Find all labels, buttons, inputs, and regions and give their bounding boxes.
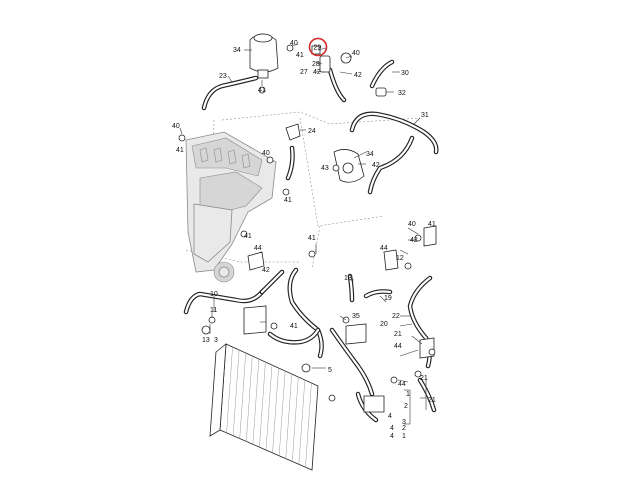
- callout-44-bottom: 44: [398, 381, 406, 388]
- callout-23: 23: [219, 73, 227, 80]
- radiator-fin: [292, 376, 299, 462]
- callout-44-right: 44: [380, 245, 388, 252]
- callout-11: 11: [210, 307, 217, 314]
- callout-40-tank: 40: [290, 40, 298, 47]
- callout-34-flange: 34: [366, 151, 374, 158]
- callout-40-mid: 40: [262, 150, 270, 157]
- callout-41-center: 41: [308, 235, 316, 242]
- callout-21-bottom: 21: [420, 375, 428, 382]
- callout-32: 32: [398, 90, 406, 97]
- callout-42-right2: 42: [410, 237, 418, 244]
- radiator: [209, 343, 319, 471]
- callout-44-left: 44: [254, 245, 262, 252]
- callout-12: 12: [396, 255, 404, 262]
- highlighted-callout: 29: [308, 37, 328, 57]
- radiator-fin: [265, 364, 273, 451]
- callout-28: 28: [312, 61, 320, 68]
- callout-21-right: 21: [394, 331, 402, 338]
- callout-1: 1: [406, 391, 410, 398]
- radiator-fin: [226, 346, 233, 433]
- callout-4-a: 4: [388, 413, 392, 420]
- callout-29: 29: [314, 45, 322, 52]
- callout-35: 35: [352, 313, 360, 320]
- callout-3: 3: [214, 337, 218, 344]
- callout-41-right: 41: [428, 221, 436, 228]
- callout-41-engine: 41: [176, 147, 184, 154]
- radiator-fin: [278, 370, 286, 456]
- radiator-fin: [259, 361, 266, 448]
- callout-10: 10: [210, 291, 218, 298]
- radiator-fin: [232, 349, 240, 436]
- radiator-fin: [246, 355, 253, 442]
- callout-21-bottom2: 21: [428, 397, 436, 404]
- radiator-fin: [272, 367, 279, 453]
- callout-40-top: 40: [352, 50, 360, 57]
- callout-42-top: 42: [313, 69, 321, 76]
- callout-4-b: 4: [390, 425, 394, 432]
- coolant-hoses: [183, 59, 439, 423]
- callout-43: 43: [321, 165, 329, 172]
- radiator-fin: [285, 373, 292, 459]
- callout-40-right: 40: [408, 221, 416, 228]
- callout-44-lower: 44: [394, 343, 402, 350]
- callout-18: 18: [344, 275, 352, 282]
- callout-41-lower: 41: [290, 323, 298, 330]
- callout-20: 20: [380, 321, 388, 328]
- callout-40-engine: 40: [172, 123, 180, 130]
- callout-42-left: 42: [262, 267, 270, 274]
- callout-31: 31: [421, 112, 429, 119]
- callout-41-hose: 41: [258, 87, 266, 94]
- callout-41-mid: 41: [284, 197, 292, 204]
- callout-labels: 34 40 41 28 27 42 42 40 30 32 23 41 31 4…: [172, 40, 436, 440]
- callout-24: 24: [308, 128, 316, 135]
- callout-2: 2: [404, 403, 408, 410]
- callout-1-b: 1: [402, 433, 406, 440]
- callout-34: 34: [233, 47, 241, 54]
- engine-block: [185, 131, 277, 283]
- callout-19: 19: [384, 295, 392, 302]
- radiator-fin: [298, 379, 306, 465]
- leader-lines: [179, 43, 427, 425]
- callout-41-tank: 41: [296, 52, 304, 59]
- callout-3-b: 3: [402, 419, 406, 426]
- callout-27: 27: [300, 69, 308, 76]
- callout-42-flange: 42: [372, 162, 380, 169]
- clamps-and-fittings: [178, 44, 437, 413]
- callout-22: 22: [392, 313, 400, 320]
- callout-2-b: 2: [402, 425, 406, 432]
- callout-13: 13: [202, 337, 210, 344]
- radiator-fin: [239, 352, 246, 439]
- callout-42-right: 42: [354, 72, 362, 79]
- radiator-fin: [252, 358, 260, 445]
- radiator-fin: [305, 382, 312, 468]
- expansion-tank: [249, 33, 279, 79]
- callout-5: 5: [328, 367, 332, 374]
- highlight-ring: [308, 37, 328, 57]
- callout-30: 30: [401, 70, 409, 77]
- callout-41-left: 41: [244, 233, 252, 240]
- callout-4-c: 4: [390, 433, 394, 440]
